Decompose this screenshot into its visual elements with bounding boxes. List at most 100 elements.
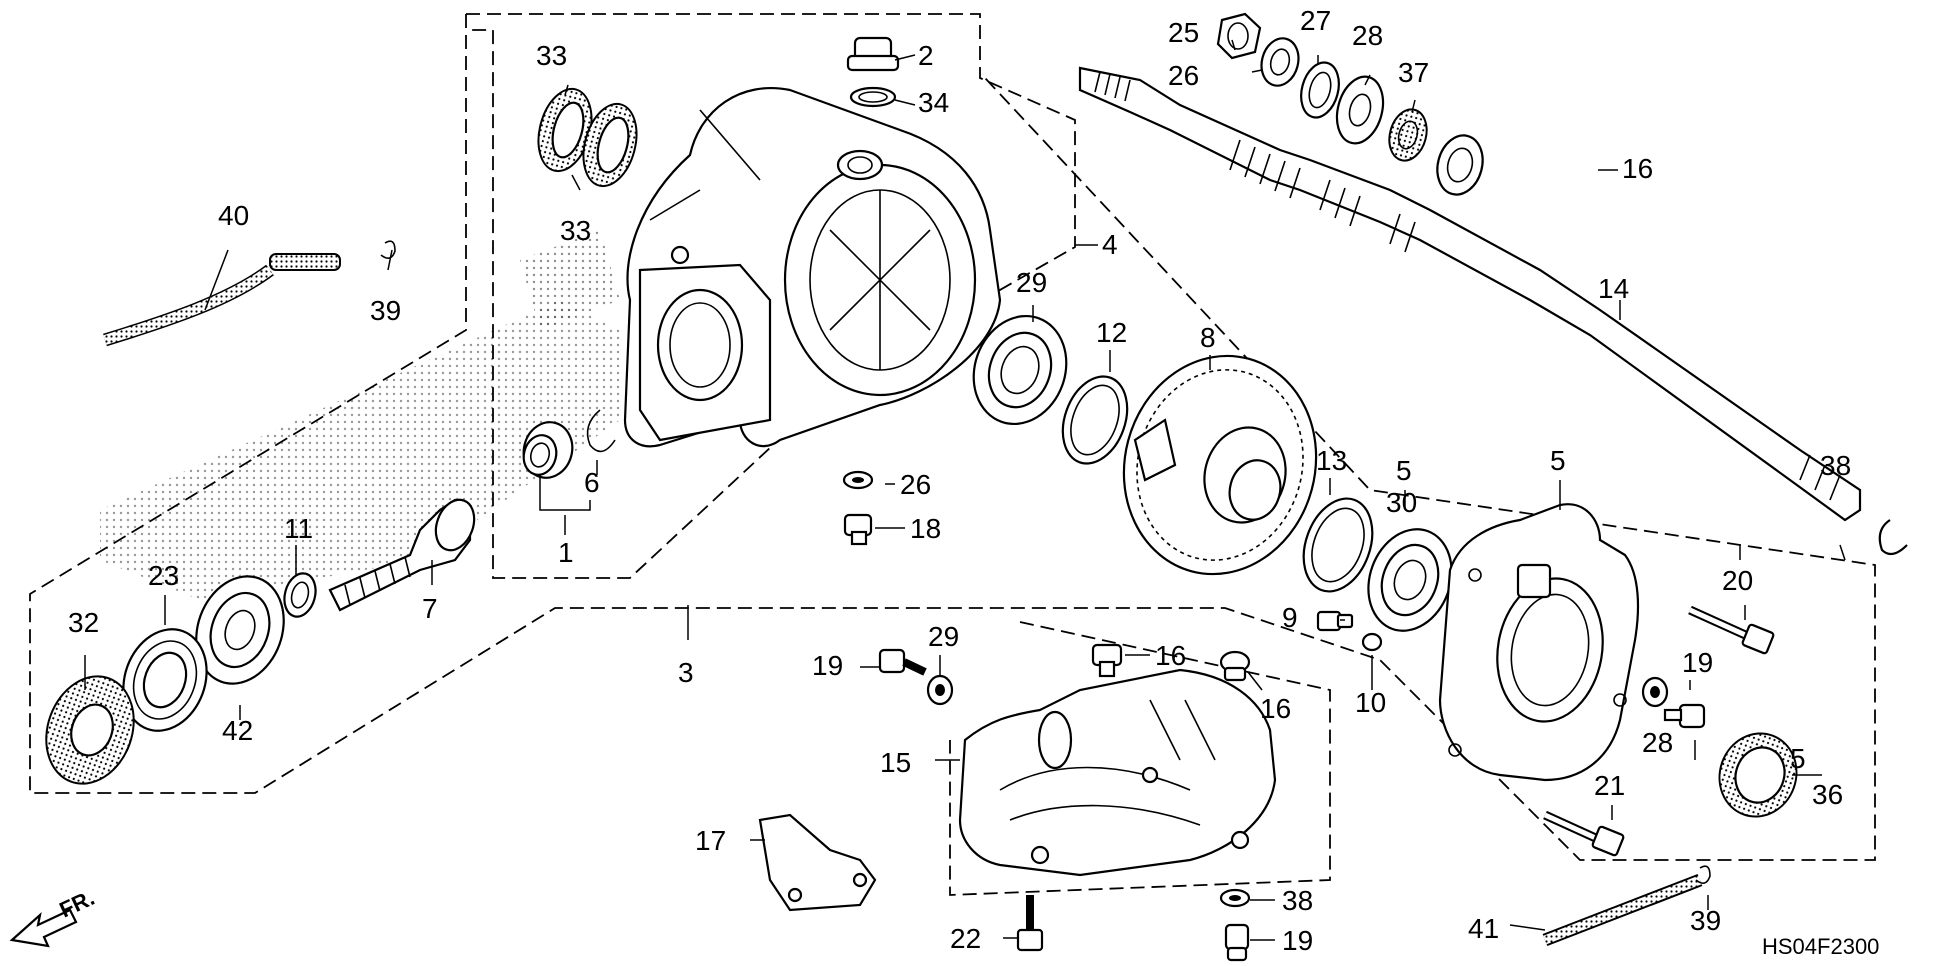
label-part-36: 38: [1820, 450, 1851, 481]
label-part-33b-text: 33: [560, 215, 591, 246]
label-part-16a-text: 16: [1155, 640, 1186, 671]
part-14-oil-seal: [1436, 134, 1484, 196]
label-part-42-text: 42: [222, 715, 253, 746]
label-part-4: 4: [1102, 229, 1118, 260]
label-part-5a: 5: [1396, 455, 1412, 486]
label-part-19a-text: 19: [812, 650, 843, 681]
label-part-27-text: 27: [1300, 5, 1331, 36]
part-23-oil-seal: [122, 628, 208, 732]
part-33-oil-seals: [537, 87, 638, 188]
part-35-sealing-washer: [849, 86, 897, 108]
label-part-3-text: 3: [678, 657, 694, 688]
part-34-oil-seal: [1718, 732, 1798, 818]
part-42-bearing: [195, 575, 285, 685]
label-part-25: 26: [1168, 60, 1199, 91]
label-part-1-text: 1: [558, 537, 574, 568]
part-9-bolt: [1316, 610, 1354, 632]
front-direction-arrow: FR.: [9, 885, 98, 948]
part-13-propeller-shaft: [1078, 66, 1862, 522]
label-part-21: 21: [1594, 770, 1625, 801]
leader-lines: [84, 39, 1846, 941]
part-16-bolt-b: [1219, 650, 1251, 682]
part-39-hose-clip: [380, 240, 396, 259]
label-part-11-text: 11: [284, 513, 313, 544]
part-26-washer-b: [1641, 676, 1669, 708]
part-32-output-flange: [45, 675, 135, 785]
part-2-filler-plug: [846, 36, 900, 72]
label-part-20: 20: [1722, 565, 1753, 596]
part-16-bolt-a: [1091, 643, 1123, 678]
label-part-6-text: 6: [584, 467, 600, 498]
part-38-washer: [1219, 888, 1251, 908]
label-part-14: 16: [1622, 153, 1653, 184]
label-part-33a-text: 33: [536, 40, 567, 71]
part-7-drive-pinion: [328, 498, 476, 612]
label-part-40-text: 40: [218, 200, 249, 231]
label-part-37-text: 37: [1398, 57, 1429, 88]
part-27-collar: [1300, 61, 1340, 119]
part-30-bearing: [972, 314, 1068, 426]
label-part-22-text: 22: [950, 923, 981, 954]
part-8-ring-gear: [1122, 354, 1318, 576]
label-part-24: 25: [1168, 17, 1199, 48]
label-part-18a-text: 18: [910, 513, 941, 544]
part-1-needle-bearing: [522, 421, 574, 479]
label-part-23-text: 23: [148, 560, 179, 591]
label-part-12b: 13: [1316, 445, 1347, 476]
part-21-flange-bolt: [1543, 810, 1625, 857]
label-part-8: 8: [1200, 322, 1216, 353]
label-part-16b-text: 16: [1260, 693, 1291, 724]
part-17-bracket: [758, 813, 877, 912]
label-part-41-text: 41: [1468, 913, 1499, 944]
part-19-bolt-b: [1224, 923, 1250, 962]
label-part-13: 14: [1598, 273, 1629, 304]
part-18-bolt-a: [843, 513, 873, 546]
label-part-26a-text: 26: [900, 469, 931, 500]
part-40-breather-hose: [103, 253, 341, 347]
label-part-15-text: 15: [880, 747, 911, 778]
diagram-code: HS04F2300: [1762, 934, 1879, 959]
part-19-bolt-a: [878, 648, 927, 676]
part-41-breather-hose: [1542, 873, 1703, 947]
label-part-32-text: 32: [68, 607, 99, 638]
label-part-39b-text: 39: [1690, 905, 1721, 936]
part-10-washer: [1361, 632, 1383, 652]
label-part-19b-text: 19: [1282, 925, 1313, 956]
part-31-bearing: [1367, 528, 1453, 632]
part-6-circlip: [586, 409, 616, 453]
part-26-washer-a: [842, 470, 874, 490]
label-part-26b: 28: [1642, 727, 1673, 758]
part-11-washer: [283, 572, 317, 618]
label-part-7-text: 7: [422, 593, 438, 624]
part-39-hose-clip-b: [1695, 865, 1711, 884]
label-part-39a-text: 39: [370, 295, 401, 326]
part-29-washer: [926, 674, 954, 706]
label-part-18b: 19: [1682, 647, 1713, 678]
label-part-34: 36: [1812, 779, 1843, 810]
label-part-5b: 5: [1550, 445, 1566, 476]
label-part-17-text: 17: [695, 825, 726, 856]
part-labels: 2 34 4 29 12 8 13 5 30 5 9 10 5 36 38 16…: [68, 5, 1851, 956]
label-part-35: 34: [918, 87, 949, 118]
background-shading: [100, 230, 620, 600]
part-15-skid-plate: [958, 668, 1277, 877]
part-24-nut: [1216, 12, 1262, 60]
label-part-12a: 12: [1096, 317, 1127, 348]
label-part-2: 2: [918, 40, 934, 71]
label-part-29-text: 29: [928, 621, 959, 652]
label-part-38-text: 38: [1282, 885, 1313, 916]
part-25-washer: [1260, 37, 1300, 87]
group-outline-main: [29, 14, 1876, 861]
label-part-10: 10: [1355, 687, 1386, 718]
part-12-shim-a: [1061, 375, 1129, 465]
part-20-flange-bolt: [1688, 605, 1775, 655]
label-part-5c: 5: [1790, 743, 1806, 774]
label-part-9: 9: [1282, 602, 1298, 633]
part-18-bolt-b: [1663, 703, 1706, 729]
part-12-shim-b: [1302, 497, 1374, 593]
label-part-30: 29: [1016, 267, 1047, 298]
part-4-gear-case: [623, 87, 1002, 448]
part-37-lock-nut: [1388, 108, 1428, 162]
part-5-gear-case-cover: [1438, 503, 1640, 782]
